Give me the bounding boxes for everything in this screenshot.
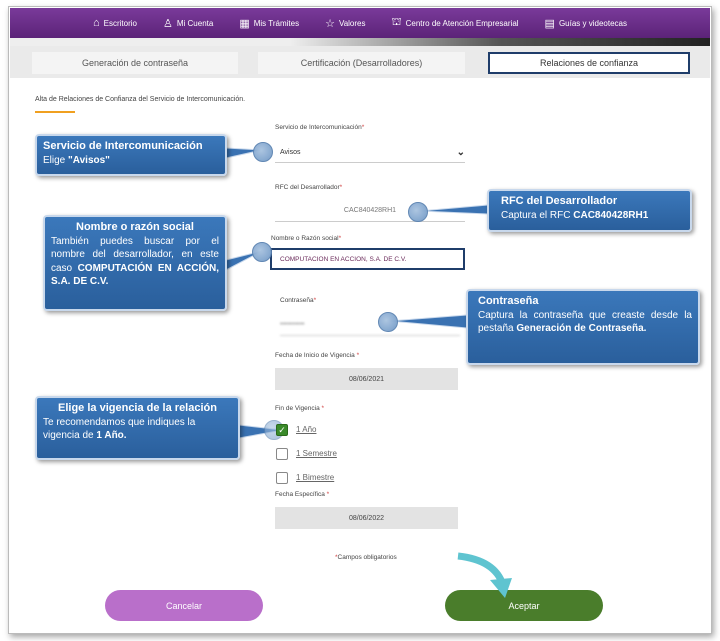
building-icon: ⛫ bbox=[391, 16, 402, 28]
option-1-ano-label[interactable]: 1 Año bbox=[296, 425, 317, 434]
subtitle-underline bbox=[35, 111, 75, 113]
callout-vigencia: Elige la vigencia de la relación Te reco… bbox=[35, 396, 240, 460]
nav-shadow bbox=[10, 38, 710, 46]
checkbox-1-semestre[interactable] bbox=[276, 448, 288, 460]
callout-title: Servicio de Intercomunicación bbox=[43, 140, 203, 152]
servicio-label: Servicio de Intercomunicación bbox=[275, 124, 362, 131]
option-1-semestre-label[interactable]: 1 Semestre bbox=[296, 449, 337, 458]
contrasena-label: Contraseña bbox=[280, 297, 314, 304]
accept-button[interactable]: Aceptar bbox=[445, 590, 603, 621]
required-mark: * bbox=[326, 491, 330, 498]
callout-bold: 1 Año. bbox=[96, 430, 127, 442]
servicio-value: Avisos bbox=[280, 149, 301, 156]
callout-text: Captura la contraseña que creaste desde … bbox=[478, 309, 692, 335]
nav-label: Valores bbox=[338, 18, 366, 28]
callout-title: RFC del Desarrollador bbox=[501, 195, 618, 207]
nav-valores[interactable]: ☆Valores bbox=[325, 17, 365, 30]
required-note: Campos obligatorios bbox=[337, 554, 397, 561]
callout-title: Contraseña bbox=[478, 295, 539, 307]
page-subtitle: Alta de Relaciones de Confianza del Serv… bbox=[35, 96, 246, 103]
nav-guias[interactable]: ▤Guías y videotecas bbox=[545, 17, 627, 30]
nav-label: Mi Cuenta bbox=[176, 18, 214, 28]
tab-relaciones-confianza[interactable]: Relaciones de confianza bbox=[488, 52, 690, 74]
tab-certificacion[interactable]: Certificación (Desarrolladores) bbox=[258, 52, 465, 74]
inicio-label: Fecha de Inicio de Vigencia bbox=[275, 352, 355, 359]
required-mark: * bbox=[338, 235, 342, 242]
nav-centro-atencion[interactable]: ⛫Centro de Atención Empresarial bbox=[391, 16, 518, 30]
nav-label: Mis Trámites bbox=[253, 18, 300, 28]
required-mark: * bbox=[335, 554, 338, 561]
callout-text: Captura el RFC bbox=[501, 209, 574, 221]
arrow-head-icon bbox=[490, 578, 512, 598]
rfc-input[interactable]: CAC840428RH1 bbox=[275, 200, 465, 222]
required-mark: * bbox=[339, 184, 343, 191]
tab-generacion-contrasena[interactable]: Generación de contraseña bbox=[32, 52, 238, 74]
especifica-field: 08/06/2022 bbox=[275, 507, 458, 529]
required-mark: * bbox=[313, 297, 317, 304]
required-mark: * bbox=[321, 405, 325, 412]
fin-label: Fin de Vigencia bbox=[275, 405, 320, 412]
nav-label: Centro de Atención Empresarial bbox=[405, 18, 519, 28]
callout-nombre: Nombre o razón social También puedes bus… bbox=[43, 215, 227, 311]
required-mark: * bbox=[361, 124, 365, 131]
callout-text: Te recomendamos que indiques la vigencia… bbox=[43, 416, 196, 442]
marker-dot bbox=[253, 142, 273, 162]
checkbox-1-ano[interactable]: ✓ bbox=[276, 424, 288, 436]
nav-label: Guías y videotecas bbox=[558, 18, 627, 28]
top-nav: ⌂Escritorio ♙Mi Cuenta ▦Mis Trámites ☆Va… bbox=[10, 8, 710, 38]
callout-servicio: Servicio de Intercomunicación Elige "Avi… bbox=[35, 134, 227, 176]
callout-title: Elige la vigencia de la relación bbox=[58, 402, 217, 414]
nav-escritorio[interactable]: ⌂Escritorio bbox=[93, 17, 137, 29]
callout-bold: COMPUTACIÓN EN ACCIÓN, S.A. DE C.V. bbox=[51, 262, 220, 288]
option-1-bimestre-label[interactable]: 1 Bimestre bbox=[296, 473, 335, 482]
nombre-input[interactable]: COMPUTACION EN ACCION, S.A. DE C.V. bbox=[270, 248, 465, 270]
marker-dot bbox=[252, 242, 272, 262]
required-mark: * bbox=[356, 352, 360, 359]
marker-dot bbox=[378, 312, 398, 332]
callout-bold: Generación de Contraseña. bbox=[516, 323, 647, 335]
inicio-field: 08/06/2021 bbox=[275, 368, 458, 390]
connector-rfc bbox=[419, 204, 489, 215]
servicio-select[interactable]: Avisos ⌄ bbox=[275, 143, 465, 163]
nombre-label: Nombre o Razón social bbox=[271, 235, 339, 242]
nav-mi-cuenta[interactable]: ♙Mi Cuenta bbox=[163, 17, 213, 30]
nav-label: Escritorio bbox=[103, 18, 137, 28]
nav-mis-tramites[interactable]: ▦Mis Trámites bbox=[239, 17, 299, 30]
checkbox-1-bimestre[interactable] bbox=[276, 472, 288, 484]
marker-dot bbox=[408, 202, 428, 222]
contrasena-input[interactable]: •••••••••• bbox=[280, 314, 460, 336]
especifica-label: Fecha Específica bbox=[275, 491, 325, 498]
connector-contrasena bbox=[389, 314, 468, 329]
callout-title: Nombre o razón social bbox=[76, 221, 194, 233]
callout-text: También puedes buscar por el nombre del … bbox=[51, 235, 219, 274]
callout-contrasena: Contraseña Captura la contraseña que cre… bbox=[466, 289, 700, 365]
folder-icon: ▦ bbox=[239, 17, 250, 30]
guide-icon: ▤ bbox=[544, 17, 555, 30]
cancel-button[interactable]: Cancelar bbox=[105, 590, 263, 621]
callout-rfc: RFC del Desarrollador Captura el RFC CAC… bbox=[487, 189, 692, 232]
callout-text: Elige bbox=[43, 154, 69, 166]
home-icon: ⌂ bbox=[92, 17, 100, 29]
callout-bold: "Avisos" bbox=[68, 154, 110, 166]
callout-bold: CAC840428RH1 bbox=[573, 209, 649, 221]
chevron-down-icon: ⌄ bbox=[456, 147, 465, 158]
user-icon: ♙ bbox=[162, 17, 173, 30]
rfc-label: RFC del Desarrollador bbox=[275, 184, 340, 191]
star-icon: ☆ bbox=[325, 17, 335, 30]
